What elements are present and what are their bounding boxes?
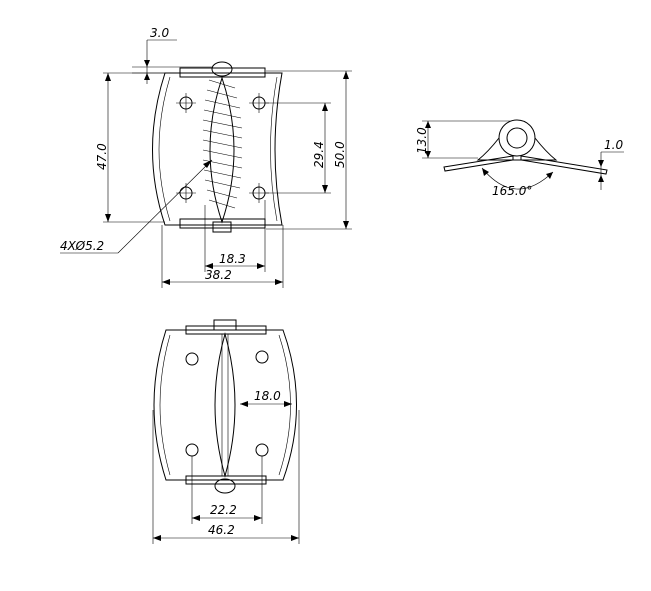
dim-pin-offset: 3.0 (132, 26, 212, 84)
spring-outline (209, 76, 235, 224)
bottom-hole-bl (185, 443, 199, 457)
bottom-view: 18.0 22.2 46.2 (152, 319, 300, 544)
bottom-hole-spacing-label: 22.2 (210, 503, 237, 517)
bottom-plate-outline (153, 329, 297, 481)
bottom-plate-inner-edge (159, 334, 171, 476)
side-left-leaf (443, 155, 514, 172)
thickness-label: 1.0 (604, 138, 623, 152)
dim-thickness: 1.0 (598, 138, 624, 190)
hinge-height-label: 47.0 (95, 143, 109, 170)
pin-offset-label: 3.0 (150, 26, 169, 40)
bottom-pin-head (213, 319, 237, 331)
dim-overall-height: 50.0 (266, 70, 352, 230)
bottom-hole-tl (185, 352, 199, 366)
side-view: 13.0 1.0 165.0° (415, 119, 624, 198)
front-plate-inner-edge-right (270, 76, 278, 222)
dim-slot-width: 18.0 (240, 389, 292, 407)
pin-head-top (211, 61, 233, 77)
bottom-width-label: 46.2 (208, 523, 235, 537)
dim-side-height: 13.0 (415, 120, 510, 159)
slot-width-label: 18.0 (254, 389, 281, 403)
hole-spacing-horizontal-label: 18.3 (219, 252, 246, 266)
side-right-leaf (520, 155, 608, 175)
hole-spacing-vertical-label: 29.4 (312, 141, 326, 168)
side-height-label: 13.0 (415, 127, 429, 154)
dim-hole-callout: 4XØ5.2 (60, 159, 213, 254)
dim-hole-spacing-horizontal: 18.3 (204, 200, 266, 272)
dim-bottom-hole-spacing: 22.2 (191, 456, 263, 524)
dim-angle: 165.0° (481, 167, 554, 198)
angle-label: 165.0° (492, 184, 532, 198)
side-body (476, 137, 558, 161)
bottom-hole-br (255, 443, 269, 457)
side-knuckle-inner (506, 127, 528, 149)
dim-hole-spacing-vertical: 29.4 (265, 102, 331, 194)
front-view: 3.0 47.0 50.0 29.4 (60, 26, 352, 288)
dim-bottom-width: 46.2 (152, 410, 300, 544)
bottom-hole-tr (255, 350, 269, 364)
flat-width-label: 38.2 (205, 268, 232, 282)
side-knuckle-outer (498, 119, 536, 157)
overall-height-label: 50.0 (333, 141, 347, 168)
spring-coils (202, 79, 243, 209)
hole-callout-label: 4XØ5.2 (60, 239, 104, 253)
front-plate-outline (152, 72, 283, 226)
bottom-pin-foot (214, 478, 236, 494)
hole-centerlines (176, 93, 269, 203)
bottom-lower-knuckle (185, 475, 267, 485)
bottom-plate-inner-edge-right (278, 334, 291, 476)
dim-hinge-height: 47.0 (95, 72, 165, 223)
bottom-top-knuckle (185, 325, 267, 335)
top-knuckle (179, 67, 266, 78)
center-slot (214, 332, 236, 478)
front-plate-inner-edge (158, 76, 171, 222)
dim-flat-width: 38.2 (161, 225, 284, 288)
